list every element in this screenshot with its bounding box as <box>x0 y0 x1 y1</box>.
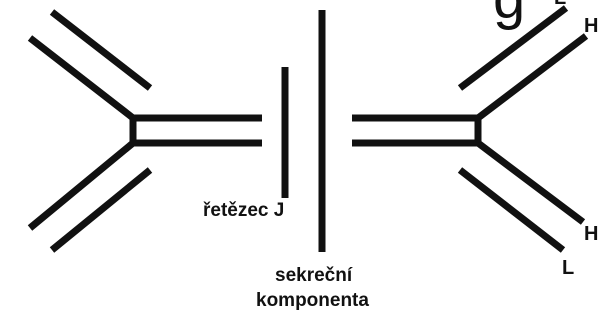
left-upper-light-chain <box>49 9 153 91</box>
right-lower-light-chain <box>457 167 566 253</box>
right-upper-light-chain <box>457 5 569 91</box>
top-cut-glyph: g <box>493 0 525 28</box>
left-antibody-monomer <box>27 9 262 253</box>
right-antibody-monomer <box>352 5 589 253</box>
right-light-chain-bottom-label: L <box>562 257 575 279</box>
right-light-chain-top-label: L <box>554 0 566 8</box>
right-heavy-chain-bottom-label: H <box>584 223 599 245</box>
right-lower-heavy-chain <box>352 139 586 225</box>
j-chain-label: řetězec J <box>203 200 285 221</box>
secretory-component-label-line2: komponenta <box>256 290 369 311</box>
left-upper-heavy-chain <box>27 35 262 122</box>
left-lower-light-chain <box>49 167 153 253</box>
right-heavy-chain-top-label: H <box>584 15 599 37</box>
secretory-component-label-line1: sekreční <box>275 265 353 286</box>
